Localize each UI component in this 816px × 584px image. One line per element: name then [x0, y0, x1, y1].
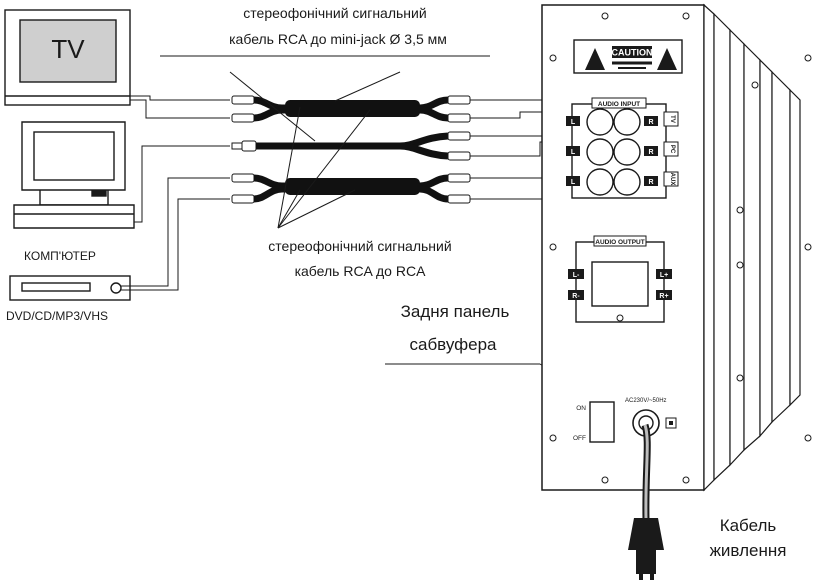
heatsink-holes [736, 54, 812, 442]
input-pc-right: R [648, 149, 653, 156]
audio-input-block: AUDIO INPUT TV PC AUX L R L R L R [566, 97, 679, 199]
input-pc-left: L [571, 149, 576, 156]
computer-label: КОМП'ЮТЕР [24, 249, 96, 263]
input-side-pc: PC [669, 145, 675, 154]
audio-output-block: AUDIO OUTPUT L- R- L+ R+ [568, 235, 672, 323]
cable-top-label-line1: стереофонічний сигнальний [243, 5, 427, 21]
input-side-aux: AUX [669, 173, 675, 186]
caution-text: CAUTION [612, 48, 653, 58]
dvd-player-device [9, 275, 131, 301]
power-cable [641, 423, 651, 521]
power-label-line1: Кабель [719, 516, 777, 535]
audio-input-title: AUDIO INPUT [598, 101, 640, 108]
computer-device [13, 121, 135, 229]
input-side-tv: TV [669, 115, 675, 123]
audio-output-title: AUDIO OUTPUT [595, 239, 645, 246]
switch-off-label: OFF [573, 435, 586, 442]
input-tv-left: L [571, 119, 576, 126]
caution-label: CAUTION [573, 39, 683, 74]
output-right-bottom: R+ [659, 293, 668, 300]
power-switch: ON OFF [573, 401, 615, 443]
input-tv-right: R [648, 119, 653, 126]
switch-on-label: ON [576, 405, 586, 412]
power-plug-icon [628, 518, 664, 580]
tv-label: TV [51, 34, 85, 64]
cable-minijack [231, 131, 471, 161]
output-left-top: L- [573, 272, 580, 279]
cable-rca-top [231, 95, 471, 123]
input-aux-left: L [571, 179, 576, 186]
panel-label-line2: сабвуфера [409, 335, 497, 354]
cable-top-label-line2: кабель RCA до mini-jack Ø 3,5 мм [229, 31, 447, 47]
ac-label: AC230V/~50Hz [625, 398, 667, 404]
dvd-label: DVD/CD/MP3/VHS [6, 309, 109, 323]
power-label-line2: живлення [709, 541, 787, 560]
pointer-lines [160, 55, 581, 389]
cable-rca-bottom [231, 173, 471, 204]
output-right-top: L+ [660, 272, 668, 279]
tv-device [4, 9, 131, 106]
input-aux-right: R [648, 179, 653, 186]
cable-bottom-label-line2: кабель RCA до RCA [294, 263, 426, 279]
cable-bottom-label-line1: стереофонічний сигнальний [268, 238, 452, 254]
output-left-bottom: R- [572, 293, 580, 300]
heatsink-fins [703, 3, 801, 492]
source-wires [121, 95, 230, 291]
panel-label-line1: Задня панель [400, 302, 510, 321]
